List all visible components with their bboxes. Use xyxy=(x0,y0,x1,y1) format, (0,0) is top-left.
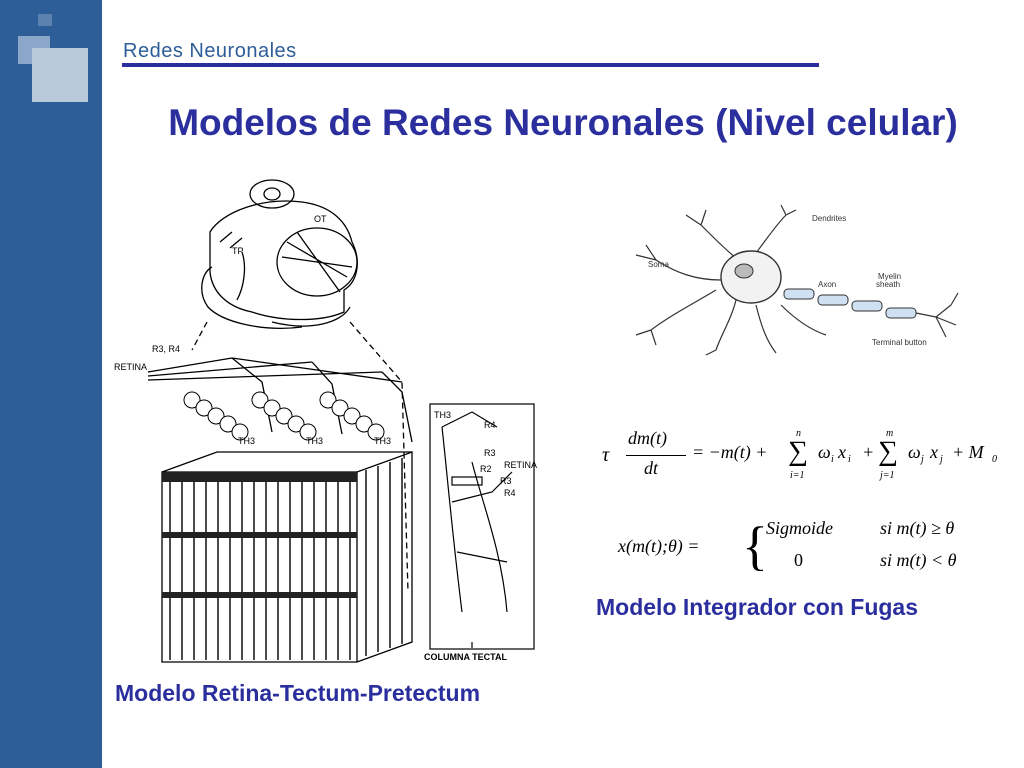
label-r3-inset: R3 xyxy=(500,476,512,486)
eq-sum2-bottom: j=1 xyxy=(880,470,895,481)
equation-integrator: τ dm(t) dt = −m(t) + n ∑ i=1 ω i x i + m… xyxy=(600,424,1020,494)
label-terminal: Terminal button xyxy=(872,338,927,347)
eq-omega-i-sub: i xyxy=(831,454,834,465)
sidebar-band xyxy=(0,0,102,768)
decorative-square xyxy=(32,48,88,102)
eq-sum2-top: m xyxy=(886,428,894,439)
label-th3-inset: TH3 xyxy=(434,410,451,420)
label-r2: R2 xyxy=(480,464,492,474)
caption-retina-model: Modelo Retina-Tectum-Pretectum xyxy=(115,680,481,706)
label-sheath: sheath xyxy=(876,280,900,289)
eq-plus: + xyxy=(862,442,875,462)
header-rule xyxy=(122,63,819,67)
label-myelin: Myelin xyxy=(878,272,901,281)
decorative-square xyxy=(38,14,52,26)
eq2-cond1: si m(t) ≥ θ xyxy=(880,518,955,538)
label-th3-3: TH3 xyxy=(374,436,391,446)
slide-title: Modelos de Redes Neuronales (Nivel celul… xyxy=(168,102,958,143)
neuron-diagram: Dendrites Soma Axon Myelin sheath Termin… xyxy=(635,205,959,356)
label-axon: Axon xyxy=(818,280,836,289)
label-retina-inset: RETINA xyxy=(504,460,537,470)
brace-icon: { xyxy=(742,516,768,576)
label-r3r4: R3, R4 xyxy=(152,344,180,354)
eq-m0: + M xyxy=(952,442,984,462)
label-r3: R3 xyxy=(484,448,496,458)
eq-x-j-sub: j xyxy=(940,454,943,465)
label-tp: TP xyxy=(232,246,244,256)
eq-x-j: x xyxy=(930,442,938,462)
eq2-case2: 0 xyxy=(794,550,803,570)
eq-rhs: = −m(t) + xyxy=(692,442,768,462)
caption-integrator-model: Modelo Integrador con Fugas xyxy=(596,594,919,620)
eq2-case1: Sigmoide xyxy=(766,518,833,538)
retina-tectum-diagram: OT TP R3, R4 RETINA TH3 TH3 TH3 TH3 R4 R… xyxy=(114,179,537,663)
sigma-icon: ∑ xyxy=(788,436,808,467)
label-r4-inset: R4 xyxy=(504,488,516,498)
eq-x-i-sub: i xyxy=(848,454,851,465)
eq-denominator: dt xyxy=(644,458,659,478)
sigma-icon: ∑ xyxy=(878,436,898,467)
label-soma: Soma xyxy=(648,260,669,269)
eq-omega-j: ω xyxy=(908,442,921,462)
label-ot: OT xyxy=(314,214,327,224)
eq2-lhs: x(m(t);θ) = xyxy=(618,536,700,556)
eq-m0-sub: 0 xyxy=(992,454,997,465)
label-columna: COLUMNA TECTAL xyxy=(424,652,507,662)
label-r4-top: R4 xyxy=(484,420,496,430)
label-th3-1: TH3 xyxy=(238,436,255,446)
label-retina: RETINA xyxy=(114,362,147,372)
eq-sum1-top: n xyxy=(796,428,801,439)
eq-sum1-bottom: i=1 xyxy=(790,470,805,481)
eq-x-i: x xyxy=(838,442,846,462)
eq-tau: τ xyxy=(602,444,610,466)
eq-fraction-bar xyxy=(626,455,686,456)
eq-omega-j-sub: j xyxy=(921,454,924,465)
equation-activation: x(m(t);θ) = { Sigmoide si m(t) ≥ θ 0 si … xyxy=(618,512,998,584)
label-th3-2: TH3 xyxy=(306,436,323,446)
label-dendrites: Dendrites xyxy=(812,214,846,223)
eq-omega-i: ω xyxy=(818,442,831,462)
eq-numerator: dm(t) xyxy=(628,428,667,448)
section-label: Redes Neuronales xyxy=(123,40,297,62)
eq2-cond2: si m(t) < θ xyxy=(880,550,957,570)
